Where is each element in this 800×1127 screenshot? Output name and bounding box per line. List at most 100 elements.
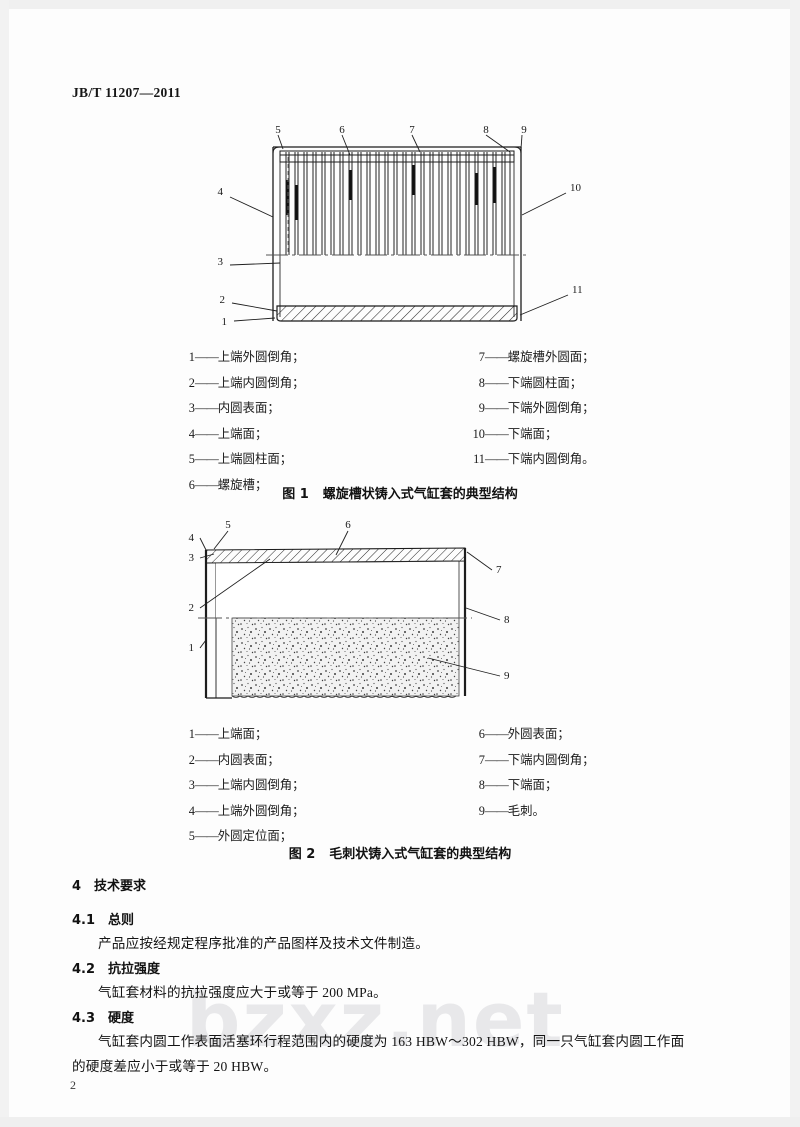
legend-number: 10 (472, 426, 485, 441)
legend-number: 7 (478, 752, 485, 767)
legend-text: 内圆表面； (217, 752, 280, 767)
legend-text: 上端面； (217, 426, 268, 441)
legend-text: 毛刺。 (507, 803, 545, 818)
figure2-callout-6: 6 (345, 519, 351, 531)
figure1-callout-11: 11 (572, 284, 583, 296)
section-41-body: 产品应按经规定程序批准的产品图样及技术文件制造。 (98, 936, 430, 951)
legend-item: 11——下端内圆倒角。 (472, 447, 595, 473)
legend-number: 8 (478, 375, 485, 390)
legend-item: 3——内圆表面； (182, 396, 305, 422)
figure1-callout-3: 3 (218, 256, 224, 268)
legend-text: 上端内圆倒角； (217, 375, 305, 390)
scan-edge-bottom (0, 1117, 800, 1127)
legend-number: 6 (478, 727, 485, 741)
figure2-callout-7: 7 (496, 564, 502, 576)
figure1-callout-6: 6 (339, 124, 345, 136)
legend-number: 2 (188, 375, 195, 390)
page-number: 2 (70, 1078, 76, 1092)
figure1-callout-2: 2 (220, 294, 226, 306)
figure1-callout-1: 1 (222, 316, 228, 328)
legend-number: 7 (478, 350, 485, 364)
section-43-body-line1: 气缸套内圆工作表面活塞环行程范围内的硬度为 163 HBW～302 HBW，同一… (98, 1034, 685, 1049)
legend-text: 内圆表面； (217, 401, 280, 415)
figure1-callout-5: 5 (275, 124, 281, 136)
legend-number: 11 (473, 452, 485, 466)
figure2-callout-5: 5 (225, 519, 231, 531)
legend-item: 4——上端外圆倒角； (182, 799, 305, 825)
legend-item: 6——外圆表面； (472, 722, 595, 748)
section-41-number: 4.1 (72, 913, 96, 928)
section-4-title: 技术要求 (94, 879, 147, 894)
legend-text: 上端外圆倒角； (217, 803, 305, 818)
figure-1-caption-title: 螺旋槽状铸入式气缸套的典型结构 (322, 487, 518, 502)
legend-number: 3 (188, 401, 195, 415)
legend-text: 下端内圆倒角。 (507, 452, 595, 466)
section-42-title: 抗拉强度 (108, 962, 161, 977)
figure1-legend-left: 1——上端外圆倒角； 2——上端内圆倒角； 3——内圆表面； 4——上端面； 5… (182, 345, 305, 498)
figure-2-caption: 图 2 毛刺状铸入式气缸套的典型结构 (0, 843, 800, 862)
legend-item: 9——下端外圆倒角； (472, 396, 595, 422)
standard-code-header: JB/T 11207—2011 (72, 85, 181, 100)
legend-number: 6 (188, 477, 195, 492)
figure-2-caption-title: 毛刺状铸入式气缸套的典型结构 (329, 847, 512, 862)
section-42-heading: 4.2 抗拉强度 (72, 958, 160, 977)
figure2-callout-8: 8 (504, 614, 510, 626)
legend-text: 下端内圆倒角； (507, 752, 595, 767)
scan-edge-top (0, 0, 800, 9)
section-4-number: 4 (72, 879, 82, 894)
legend-number: 5 (188, 829, 195, 843)
figure1-callout-8: 8 (483, 124, 489, 136)
legend-item: 8——下端面； (472, 773, 595, 799)
figure2-legend-left: 1——上端面； 2——内圆表面； 3——上端内圆倒角； 4——上端外圆倒角； 5… (182, 722, 305, 850)
figure-2-caption-label: 图 2 (288, 847, 316, 862)
legend-item: 5——上端圆柱面； (182, 447, 305, 473)
legend-number: 4 (188, 803, 195, 818)
figure2-legend-right: 6——外圆表面； 7——下端内圆倒角； 8——下端面； 9——毛刺。 (472, 722, 595, 824)
figure-2-diagram: 5 6 4 3 2 1 7 8 9 (170, 519, 640, 708)
legend-number: 1 (188, 350, 195, 364)
legend-text: 下端面； (507, 426, 558, 441)
figure2-callout-1: 1 (189, 642, 195, 654)
legend-item: 8——下端圆柱面； (472, 371, 595, 397)
figure2-callout-9: 9 (504, 670, 510, 682)
section-4-heading: 4 技术要求 (72, 875, 146, 894)
legend-text: 上端内圆倒角； (217, 778, 305, 792)
legend-item: 5——外圆定位面； (182, 824, 305, 850)
figure-1-diagram: 4 3 2 1 5 6 7 8 9 10 11 (170, 124, 640, 340)
legend-text: 上端面； (217, 727, 268, 741)
legend-item: 9——毛刺。 (472, 799, 595, 825)
legend-item: 3——上端内圆倒角； (182, 773, 305, 799)
legend-number: 2 (188, 752, 195, 767)
section-43-heading: 4.3 硬度 (72, 1007, 134, 1026)
legend-text: 下端面； (507, 778, 558, 792)
legend-item: 1——上端外圆倒角； (182, 345, 305, 371)
figure1-callout-7: 7 (409, 124, 415, 136)
legend-text: 外圆定位面； (217, 829, 293, 843)
figure2-callout-4: 4 (189, 532, 195, 544)
legend-text: 下端圆柱面； (507, 375, 583, 390)
section-42-number: 4.2 (72, 962, 96, 977)
figure2-callout-2: 2 (189, 602, 195, 614)
legend-text: 螺旋槽外圆面； (507, 350, 595, 364)
section-43-number: 4.3 (72, 1011, 96, 1026)
legend-item: 7——螺旋槽外圆面； (472, 345, 595, 371)
figure1-legend-right: 7——螺旋槽外圆面； 8——下端圆柱面； 9——下端外圆倒角； 10——下端面；… (472, 345, 595, 473)
section-43-body-line2: 的硬度差应小于或等于 20 HBW。 (72, 1059, 278, 1074)
watermark: bzxz.net (186, 975, 565, 1064)
legend-item: 10——下端面； (472, 422, 595, 448)
legend-number: 4 (188, 426, 195, 441)
legend-item: 7——下端内圆倒角； (472, 748, 595, 774)
legend-text: 下端外圆倒角； (507, 401, 595, 415)
legend-item: 2——内圆表面； (182, 748, 305, 774)
figure2-callout-3: 3 (189, 552, 195, 564)
legend-number: 9 (478, 401, 485, 415)
figure1-callout-4: 4 (218, 186, 224, 198)
legend-number: 1 (188, 727, 195, 741)
figure1-callout-10: 10 (570, 182, 582, 194)
section-43-title: 硬度 (108, 1011, 135, 1026)
legend-text: 螺旋槽； (217, 477, 268, 492)
legend-number: 3 (188, 778, 195, 792)
